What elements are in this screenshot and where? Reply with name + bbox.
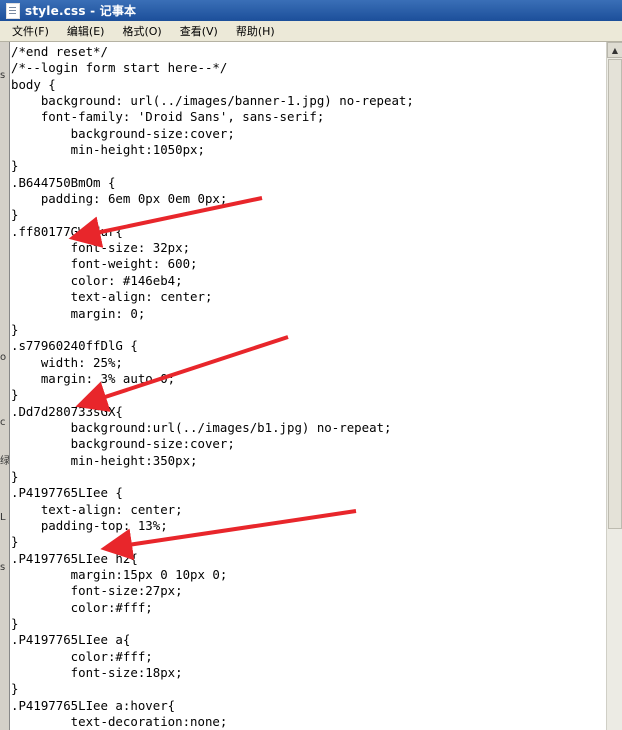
code-line: text-align: center; xyxy=(11,289,213,305)
fragment-text: o xyxy=(0,352,7,363)
code-line: } xyxy=(11,387,19,403)
title-bar[interactable]: style.css - 记事本 xyxy=(0,0,622,21)
menu-format[interactable]: 格式(O) xyxy=(122,25,162,38)
code-line: margin:15px 0 10px 0; xyxy=(11,567,228,582)
code-line: } xyxy=(11,158,19,174)
menu-file[interactable]: 文件(F) xyxy=(12,25,49,38)
code-line: background: url(../images/banner-1.jpg) … xyxy=(11,93,414,109)
code-line: .B644750BmOm { xyxy=(11,174,116,190)
fragment-text: s xyxy=(0,562,6,573)
code-line: } xyxy=(11,207,19,223)
fragment-text: c xyxy=(0,417,6,428)
code-line: } xyxy=(11,321,19,337)
code-line: text-decoration:none; xyxy=(11,714,228,730)
code-line: color:#fff; xyxy=(11,599,153,615)
code-line: /*end reset*/ xyxy=(11,44,108,59)
menu-view[interactable]: 查看(V) xyxy=(179,25,218,38)
code-line: .Dd7d280733sGX{ xyxy=(11,403,123,419)
code-line: margin: 3% auto 0; xyxy=(11,370,176,386)
code-line: font-size:18px; xyxy=(11,665,183,681)
text-editor-area[interactable]: /*end reset*//*--login form start here--… xyxy=(10,42,606,730)
code-line: font-family: 'Droid Sans', sans-serif; xyxy=(11,109,325,125)
scroll-up-icon[interactable]: ▲ xyxy=(607,42,622,58)
code-line: } xyxy=(11,616,19,632)
code-text[interactable]: /*end reset*//*--login form start here--… xyxy=(10,42,606,730)
code-line: color:#fff; xyxy=(11,648,153,664)
code-line: .ff80177GWBdur{ xyxy=(11,223,123,239)
menu-edit[interactable]: 编辑(E) xyxy=(66,25,105,38)
code-line: font-size:27px; xyxy=(11,583,183,599)
code-line: .P4197765LIee a{ xyxy=(11,632,131,648)
menu-bar: 文件(F) 编辑(E) 格式(O) 查看(V) 帮助(H) xyxy=(0,21,622,42)
scroll-thumb[interactable] xyxy=(608,59,622,529)
code-line: } xyxy=(11,468,19,484)
code-line: font-weight: 600; xyxy=(11,256,198,272)
fragment-text: L xyxy=(0,512,6,523)
code-line: .P4197765LIee { xyxy=(11,485,123,501)
code-line: background-size:cover; xyxy=(11,436,235,452)
vertical-scrollbar[interactable]: ▲ xyxy=(606,42,622,730)
code-line: .P4197765LIee h2{ xyxy=(11,550,138,566)
code-line: font-size: 32px; xyxy=(11,240,191,256)
code-line: } xyxy=(11,534,19,550)
menu-help[interactable]: 帮助(H) xyxy=(235,25,275,38)
code-line: .P4197765LIee a:hover{ xyxy=(11,697,176,713)
code-line: color: #146eb4; xyxy=(11,272,183,288)
fragment-text: 绿 xyxy=(0,456,9,467)
code-line: padding: 6em 0px 0em 0px; xyxy=(11,191,228,207)
code-line: } xyxy=(11,681,19,697)
window-title: style.css - 记事本 xyxy=(25,4,137,18)
code-line: background-size:cover; xyxy=(11,125,235,141)
code-line: background:url(../images/b1.jpg) no-repe… xyxy=(11,419,392,435)
code-line: width: 25%; xyxy=(11,354,123,370)
code-line: min-height:350px; xyxy=(11,452,198,468)
code-line: padding-top: 13%; xyxy=(11,517,168,533)
code-line: body { xyxy=(11,76,56,92)
fragment-text: s xyxy=(0,70,6,81)
code-line: .s77960240ffDlG { xyxy=(11,338,138,354)
code-line: margin: 0; xyxy=(11,305,146,321)
notepad-icon xyxy=(6,2,20,19)
background-window-fragment: s o c 绿 L s xyxy=(0,42,10,730)
code-line: text-align: center; xyxy=(11,501,183,517)
code-line: /*--login form start here--*/ xyxy=(11,60,228,76)
code-line: min-height:1050px; xyxy=(11,142,205,158)
